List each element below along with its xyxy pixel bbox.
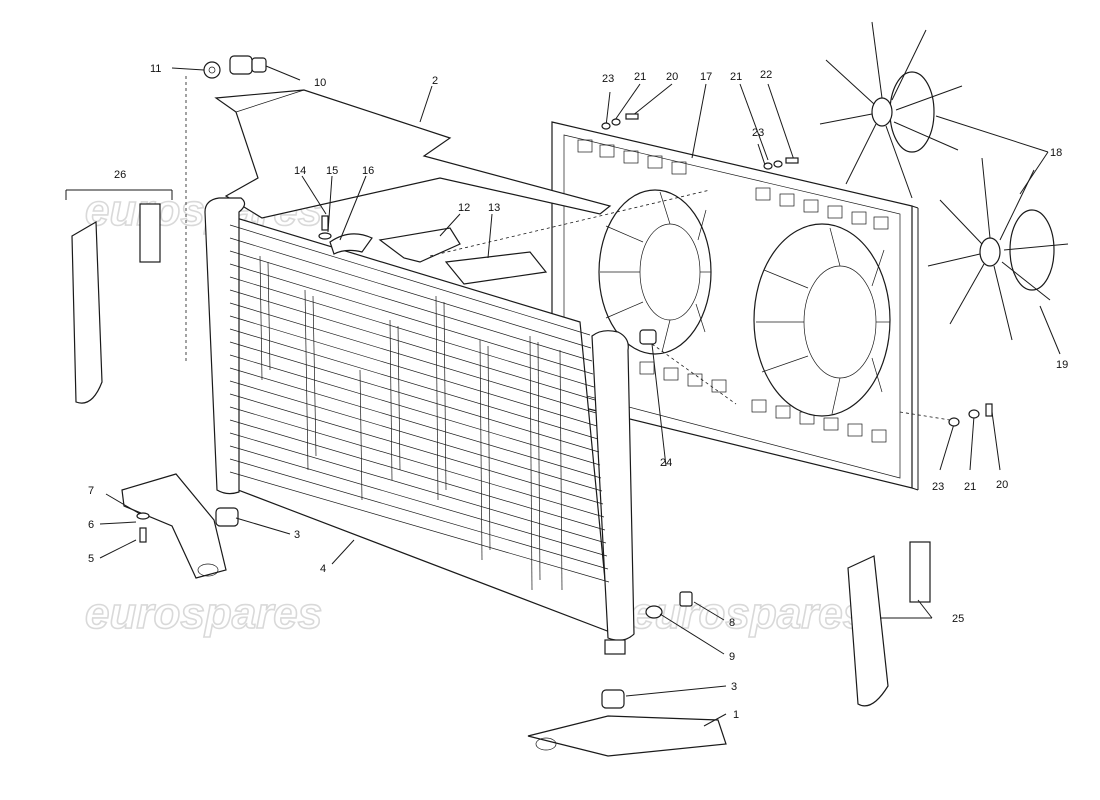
callout-10: 10 bbox=[314, 77, 326, 89]
hose-fitting-24 bbox=[639, 329, 657, 345]
cooling-fan-upper bbox=[819, 21, 963, 199]
callout-19: 19 bbox=[1056, 359, 1068, 371]
callout-6: 6 bbox=[88, 519, 94, 531]
callout-23: 23 bbox=[752, 127, 764, 139]
callout-4: 4 bbox=[320, 563, 326, 575]
callout-18: 18 bbox=[1050, 147, 1062, 159]
callout-21: 21 bbox=[730, 71, 742, 83]
callout-11: 11 bbox=[150, 63, 161, 75]
cooling-fan-lower bbox=[927, 157, 1069, 341]
drain-plug-8-9 bbox=[645, 591, 693, 619]
radiator-fins bbox=[229, 224, 610, 583]
side-seal-left-26 bbox=[71, 203, 161, 404]
callout-26: 26 bbox=[114, 169, 126, 181]
callout-1: 1 bbox=[733, 709, 739, 721]
callout-8: 8 bbox=[729, 617, 735, 629]
bolt-5-6-7 bbox=[136, 512, 150, 543]
fan-opening-right bbox=[753, 223, 891, 417]
watermark-text: eurospares bbox=[85, 589, 322, 638]
watermark-text: eurospares bbox=[630, 589, 867, 638]
callout-12: 12 bbox=[458, 202, 470, 214]
callout-7: 7 bbox=[88, 485, 94, 497]
callout-3: 3 bbox=[731, 681, 737, 693]
callout-23: 23 bbox=[932, 481, 944, 493]
foam-pad-13 bbox=[444, 251, 548, 285]
callout-15: 15 bbox=[326, 165, 338, 177]
bolt-washer-14-15 bbox=[318, 215, 332, 240]
callout-16: 16 bbox=[362, 165, 374, 177]
callout-21: 21 bbox=[964, 481, 976, 493]
fan-opening-left bbox=[598, 189, 712, 355]
callout-24: 24 bbox=[660, 457, 672, 469]
callout-13: 13 bbox=[488, 202, 500, 214]
leader-lines bbox=[65, 65, 1061, 727]
callout-20: 20 bbox=[996, 479, 1008, 491]
alignment-lines bbox=[185, 76, 951, 421]
callout-23: 23 bbox=[602, 73, 614, 85]
fan-shroud bbox=[551, 121, 919, 491]
callout-25: 25 bbox=[952, 613, 964, 625]
temperature-switch bbox=[203, 55, 267, 79]
callout-2: 2 bbox=[432, 75, 438, 87]
callout-22: 22 bbox=[760, 69, 772, 81]
callout-9: 9 bbox=[729, 651, 735, 663]
radiator bbox=[204, 197, 635, 655]
callout-17: 17 bbox=[700, 71, 712, 83]
side-seal-right-25 bbox=[847, 541, 931, 707]
clip-16 bbox=[329, 233, 373, 255]
callout-20: 20 bbox=[666, 71, 678, 83]
callout-3: 3 bbox=[294, 529, 300, 541]
fan-hardware bbox=[601, 113, 993, 427]
callout-labels: 1 2 3 3 4 5 6 7 8 9 10 11 12 13 14 15 16… bbox=[88, 63, 1068, 721]
radiator-hatching bbox=[259, 255, 563, 591]
callout-14: 14 bbox=[294, 165, 306, 177]
callout-21: 21 bbox=[634, 71, 646, 83]
lower-mount-bracket-right bbox=[527, 689, 727, 757]
callout-5: 5 bbox=[88, 553, 94, 565]
shroud-vent-row-top bbox=[577, 139, 889, 230]
bracket-12 bbox=[378, 227, 461, 263]
top-cover-plate bbox=[214, 89, 612, 219]
